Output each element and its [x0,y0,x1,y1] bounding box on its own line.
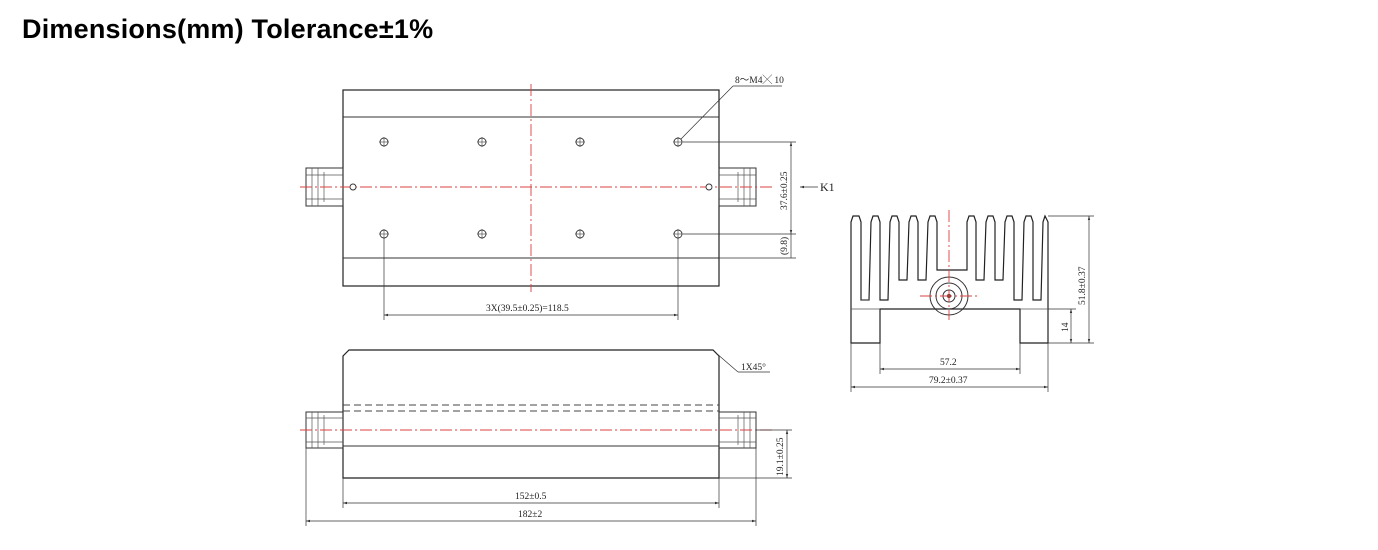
hole-callout: 8～M4╳ 10 [735,74,784,86]
chamfer-callout: 1X45° [741,362,766,373]
total-length-dimension: 182±2 [518,510,542,520]
mounting-hole [477,137,487,147]
top-view: 8～M4╳ 10 37.6±0.25 (9.8) K1 3X(39.5±0.25… [300,74,835,320]
outer-width-dimension: 79.2±0.37 [929,376,968,386]
mounting-hole [575,229,585,239]
view-label-k1: K1 [820,180,835,194]
page-title: Dimensions(mm) Tolerance±1% [22,14,434,44]
end-total-height-dimension: 51.8±0.37 [1078,266,1088,305]
mounting-hole [673,137,683,147]
mounting-hole [575,137,585,147]
body-length-dimension: 152±0.5 [515,492,547,502]
row-spacing-dimension: 37.6±0.25 [780,171,790,210]
heat-sink-profile [850,214,1049,344]
mounting-holes [379,137,683,239]
mounting-hole [673,229,683,239]
mounting-hole [477,229,487,239]
height-dimension: 19.1±0.25 [776,437,786,476]
side-view-body [342,349,720,479]
inner-width-dimension: 57.2 [940,358,957,368]
mounting-hole [379,229,389,239]
base-height-dimension: 14 [1061,322,1071,332]
end-view: 51.8±0.37 14 57.2 79.2±0.37 [850,210,1094,392]
edge-offset-dimension: (9.8) [779,237,790,255]
mounting-hole [379,137,389,147]
side-view: 1X45° 19.1±0.25 152±0.5 182±2 [300,349,792,526]
hole-spacing-dimension: 3X(39.5±0.25)=118.5 [486,303,569,314]
